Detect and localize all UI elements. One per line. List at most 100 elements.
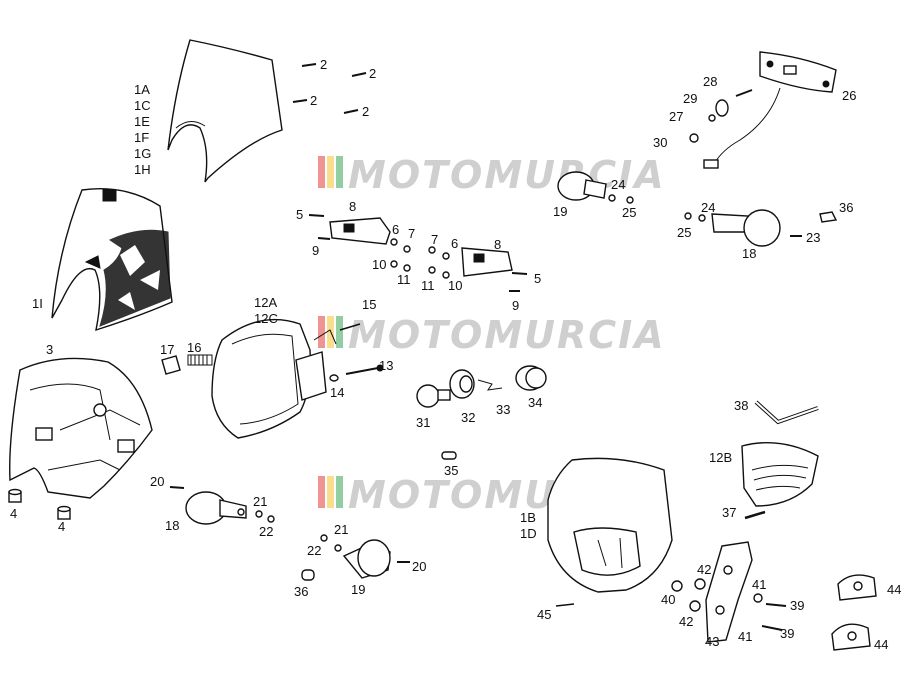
callout-32: 32 bbox=[461, 410, 475, 425]
callout-8: 8 bbox=[494, 237, 501, 252]
callout-43: 43 bbox=[705, 634, 719, 649]
nut-part bbox=[689, 600, 701, 612]
callout-9: 9 bbox=[512, 298, 519, 313]
callout-36: 36 bbox=[294, 584, 308, 599]
bulb-part bbox=[416, 384, 451, 408]
washer-part bbox=[626, 196, 634, 204]
callout-1a: 1A bbox=[134, 82, 150, 97]
callout-6: 6 bbox=[392, 222, 399, 237]
callout-12c: 12C bbox=[254, 311, 278, 326]
callout-4: 4 bbox=[10, 506, 17, 521]
callout-10: 10 bbox=[448, 278, 462, 293]
washer-part bbox=[708, 114, 716, 122]
nut-part bbox=[8, 488, 22, 503]
indicator-part bbox=[342, 539, 391, 579]
callout-4: 4 bbox=[58, 519, 65, 534]
callout-17: 17 bbox=[160, 342, 174, 357]
washer-part bbox=[329, 374, 339, 382]
callout-24: 24 bbox=[611, 177, 625, 192]
watermark-text: MOTOMURCIA bbox=[348, 313, 666, 357]
clamp-part bbox=[831, 623, 871, 651]
callout-44: 44 bbox=[874, 637, 888, 652]
callout-1f: 1F bbox=[134, 130, 149, 145]
callout-2: 2 bbox=[369, 66, 376, 81]
callout-41: 41 bbox=[738, 629, 752, 644]
callout-1e: 1E bbox=[134, 114, 150, 129]
callout-12a: 12A bbox=[254, 295, 277, 310]
clamp-part bbox=[837, 574, 877, 601]
callout-1b: 1B bbox=[520, 510, 536, 525]
bolt-part bbox=[345, 364, 384, 375]
callout-27: 27 bbox=[669, 109, 683, 124]
callout-35: 35 bbox=[444, 463, 458, 478]
nut-part bbox=[671, 580, 683, 592]
callout-20: 20 bbox=[412, 559, 426, 574]
bracket-part bbox=[308, 214, 528, 292]
callout-20: 20 bbox=[150, 474, 164, 489]
callout-45: 45 bbox=[537, 607, 551, 622]
washer-part bbox=[267, 515, 275, 523]
callout-11: 11 bbox=[421, 278, 435, 293]
callout-40: 40 bbox=[661, 592, 675, 607]
callout-12b: 12B bbox=[709, 450, 732, 465]
callout-29: 29 bbox=[683, 91, 697, 106]
bolt-part bbox=[765, 603, 787, 607]
callout-30: 30 bbox=[653, 135, 667, 150]
inner-fairing-part bbox=[9, 357, 153, 499]
nut-part bbox=[57, 505, 71, 520]
callout-38: 38 bbox=[734, 398, 748, 413]
callout-39: 39 bbox=[790, 598, 804, 613]
callout-14: 14 bbox=[330, 385, 344, 400]
callout-19: 19 bbox=[351, 582, 365, 597]
callout-16: 16 bbox=[187, 340, 201, 355]
callout-44: 44 bbox=[887, 582, 901, 597]
windscreen-part bbox=[167, 39, 283, 183]
bracket-part bbox=[705, 541, 753, 643]
bolt-part bbox=[761, 625, 783, 631]
small-bulb-part bbox=[441, 451, 457, 460]
callout-23: 23 bbox=[806, 230, 820, 245]
callout-2: 2 bbox=[310, 93, 317, 108]
callout-24: 24 bbox=[701, 200, 715, 215]
callout-34: 34 bbox=[528, 395, 542, 410]
callout-5: 5 bbox=[534, 271, 541, 286]
washer-part bbox=[684, 212, 692, 220]
screw-part bbox=[292, 63, 367, 114]
indicator-part bbox=[711, 209, 781, 247]
indicator-part bbox=[557, 171, 607, 201]
callout-21: 21 bbox=[253, 494, 267, 509]
watermark-text: MOTOMURCIA bbox=[348, 153, 666, 197]
spring-part bbox=[187, 354, 213, 366]
wire-part bbox=[477, 379, 503, 391]
indicator-part bbox=[185, 491, 247, 525]
screw-part bbox=[555, 603, 575, 607]
front-fairing-decal-part bbox=[51, 188, 173, 332]
callout-labels: 1A 1C 1E 1F 1G 1H 1I 2 2 2 2 3 4 4 5 5 6… bbox=[10, 57, 901, 652]
watermark-middle: MOTOMURCIA bbox=[318, 313, 666, 357]
washer-part bbox=[753, 593, 763, 603]
callout-22: 22 bbox=[259, 524, 273, 539]
holder-part bbox=[161, 355, 181, 375]
headlight-part bbox=[211, 318, 337, 439]
callout-41: 41 bbox=[752, 577, 766, 592]
number-plate-part bbox=[547, 457, 673, 593]
callout-42: 42 bbox=[679, 614, 693, 629]
socket-part bbox=[449, 369, 475, 399]
grommet-part bbox=[715, 99, 729, 117]
washer-part bbox=[608, 194, 616, 202]
callout-1c: 1C bbox=[134, 98, 151, 113]
callout-7: 7 bbox=[431, 232, 438, 247]
callout-13: 13 bbox=[379, 358, 393, 373]
callout-1g: 1G bbox=[134, 146, 151, 161]
callout-25: 25 bbox=[677, 225, 691, 240]
callout-2: 2 bbox=[362, 104, 369, 119]
tail-light-part bbox=[703, 51, 837, 169]
callout-22: 22 bbox=[307, 543, 321, 558]
clip-part bbox=[339, 323, 361, 331]
small-bulb-part bbox=[301, 569, 315, 581]
callout-11: 11 bbox=[397, 272, 411, 287]
callout-42: 42 bbox=[697, 562, 711, 577]
callout-39: 39 bbox=[780, 626, 794, 641]
